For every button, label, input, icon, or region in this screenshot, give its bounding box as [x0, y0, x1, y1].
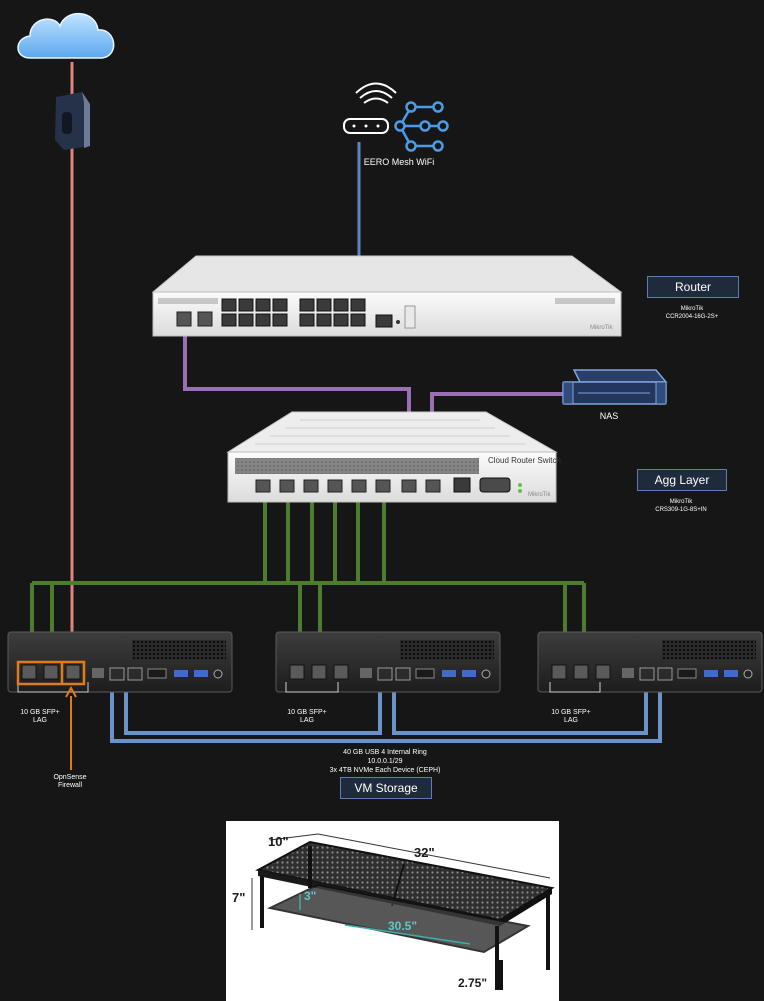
compute-node-1: [7, 631, 233, 693]
rack-leg-label: 2.75": [458, 976, 487, 990]
firewall-arrow-icon: [65, 685, 77, 770]
svg-text:MikroTik: MikroTik: [528, 492, 551, 498]
router-device: MikroTik: [151, 255, 623, 337]
node3-lag-line2: LAG: [564, 717, 578, 724]
lag-brackets: [17, 682, 601, 693]
compute-node-2: [275, 631, 501, 693]
rack-height-label: 7": [232, 890, 245, 905]
node3-lag-line1: 10 GB SFP+: [551, 709, 591, 716]
agg-model-line1: MikroTik: [670, 499, 693, 505]
rack-inner-label: 30.5": [388, 919, 417, 933]
nas-device-icon: [562, 369, 668, 405]
ring-line3: 3x 4TB NVMe Each Device (CEPH): [330, 767, 441, 774]
agg-model-line2: CRS309-1G-8S+IN: [655, 507, 707, 513]
agg-layer-title-box: Agg Layer: [637, 469, 727, 491]
rack-width-label: 10": [268, 834, 289, 849]
firewall-label-line2: Firewall: [58, 782, 83, 789]
node2-lag-line1: 10 GB SFP+: [287, 709, 327, 716]
wifi-label: EERO Mesh WiFi: [364, 157, 435, 167]
aggregation-switch-device: Cloud Router Switch MikroTik: [226, 411, 561, 503]
ring-line1: 40 GB USB 4 Internal Ring: [343, 749, 427, 756]
rack-shelf-image: [226, 821, 559, 1001]
usb4-ring-cables: [110, 676, 662, 743]
cloud-icon: [17, 12, 115, 59]
wifi-router-icon: [343, 82, 397, 134]
nas-label: NAS: [600, 411, 619, 421]
modem-icon: [55, 92, 90, 150]
vm-storage-title-box: VM Storage: [340, 777, 432, 799]
mesh-network-icon: [394, 101, 449, 152]
compute-node-3: [537, 631, 763, 693]
rack-length-label: 32": [414, 845, 435, 860]
switch-faceplate-text: Cloud Router Switch: [488, 456, 561, 465]
rack-shelf-gap-label: 3": [304, 889, 316, 903]
firewall-label-line1: OpnSense: [53, 774, 86, 781]
svg-text:MikroTik: MikroTik: [590, 325, 613, 331]
node1-lag-line1: 10 GB SFP+: [20, 709, 60, 716]
firewall-highlight-box: [16, 660, 86, 686]
router-model-line1: MikroTik: [681, 306, 704, 312]
node1-lag-line2: LAG: [33, 717, 47, 724]
node2-lag-line2: LAG: [300, 717, 314, 724]
router-model-line2: CCR2004-16G-2S+: [666, 314, 719, 320]
router-title-box: Router: [647, 276, 739, 298]
ring-line2: 10.0.0.1/29: [367, 758, 402, 765]
